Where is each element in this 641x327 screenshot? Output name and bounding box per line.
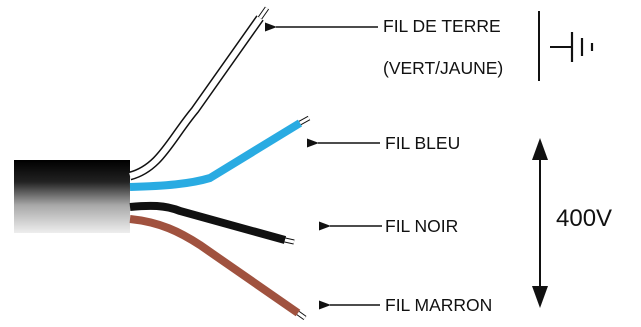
black-label: FIL NOIR [385, 216, 458, 236]
earth-label-line2: (VERT/JAUNE) [383, 58, 503, 78]
voltage-arrow-icon [532, 138, 548, 308]
voltage-label: 400V [556, 205, 612, 232]
blue-label: FIL BLEU [385, 133, 460, 153]
earth-wire [128, 6, 270, 181]
earth-ground-icon [538, 11, 594, 81]
black-wire [129, 201, 295, 245]
cable-sheath [14, 160, 130, 233]
brown-label: FIL MARRON [385, 295, 492, 315]
earth-label-line1: FIL DE TERRE [383, 16, 501, 36]
blue-wire [129, 115, 311, 191]
brown-wire [129, 215, 307, 321]
